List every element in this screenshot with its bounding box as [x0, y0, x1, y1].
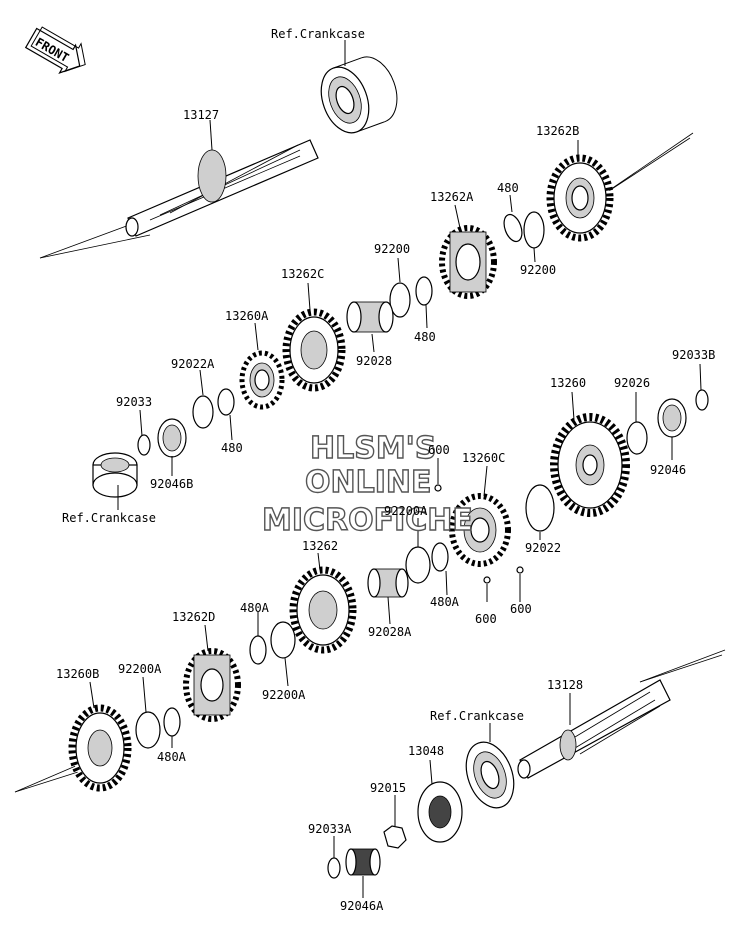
gear-13262B[interactable] — [546, 154, 614, 242]
label-92028: 92028 — [356, 354, 392, 368]
label-600-top: 600 — [428, 443, 450, 457]
label-480A-bottom: 480A — [157, 750, 187, 764]
washer-92200A-left[interactable] — [135, 711, 161, 749]
label-480-top: 480 — [497, 181, 519, 195]
washer-92200A-mid[interactable] — [405, 546, 431, 584]
label-ref-crankcase-top: Ref.Crankcase — [271, 27, 365, 41]
label-92033B: 92033B — [672, 348, 715, 362]
circlip-480A-mid[interactable] — [431, 542, 449, 572]
bearing-bottom[interactable] — [458, 736, 523, 815]
washer-92026[interactable] — [626, 421, 648, 455]
circlip-480A-bottom[interactable] — [163, 707, 181, 737]
gear-13262[interactable] — [289, 566, 357, 654]
watermark-line3: MICROFICHE — [262, 503, 473, 538]
circlip-92033[interactable] — [137, 434, 151, 456]
circlip-480-left[interactable] — [217, 388, 235, 416]
gear-13262D[interactable] — [183, 648, 241, 722]
label-480-left: 480 — [221, 441, 243, 455]
label-600-a: 600 — [475, 612, 497, 626]
label-13128: 13128 — [547, 678, 583, 692]
gear-13260C[interactable] — [449, 493, 511, 567]
pin-600-a[interactable] — [483, 576, 491, 584]
label-13260: 13260 — [550, 376, 586, 390]
label-13127: 13127 — [183, 108, 219, 122]
label-480A-mid: 480A — [430, 595, 460, 609]
gear-13260B[interactable] — [68, 704, 132, 792]
label-92022A: 92022A — [171, 357, 215, 371]
label-92200-left: 92200 — [374, 242, 410, 256]
needle-bearing-92046B[interactable] — [157, 418, 187, 458]
label-92046B: 92046B — [150, 477, 193, 491]
shaft-13128[interactable] — [517, 679, 671, 779]
label-13262B: 13262B — [536, 124, 579, 138]
gear-13262A[interactable] — [439, 225, 497, 299]
washer-92200-left[interactable] — [389, 282, 411, 318]
label-92033: 92033 — [116, 395, 152, 409]
shaft-13127[interactable] — [125, 139, 319, 237]
label-92200A-low: 92200A — [262, 688, 306, 702]
label-600-b: 600 — [510, 602, 532, 616]
bearing-left[interactable] — [92, 452, 138, 498]
needle-bearing-92028A[interactable] — [367, 568, 409, 598]
label-92026: 92026 — [614, 376, 650, 390]
gear-13262C[interactable] — [282, 308, 346, 392]
label-13260B: 13260B — [56, 667, 99, 681]
washer-92200-right[interactable] — [523, 211, 545, 249]
label-ref-crankcase-bottom: Ref.Crankcase — [430, 709, 524, 723]
needle-bearing-92028[interactable] — [346, 301, 394, 333]
gear-13260[interactable] — [550, 413, 630, 517]
label-92022: 92022 — [525, 541, 561, 555]
label-92200-right: 92200 — [520, 263, 556, 277]
pin-600-top[interactable] — [434, 484, 442, 492]
watermark-line1: HLSM'S — [310, 431, 436, 466]
nut-92015[interactable] — [383, 825, 407, 849]
needle-bearing-92046A[interactable] — [345, 848, 381, 876]
label-92028A: 92028A — [368, 625, 412, 639]
circlip-480-mid[interactable] — [415, 276, 433, 306]
label-92015: 92015 — [370, 781, 406, 795]
label-92200A-mid: 92200A — [384, 504, 428, 518]
label-480-mid: 480 — [414, 330, 436, 344]
pin-600-b[interactable] — [516, 566, 524, 574]
circlip-480-top[interactable] — [501, 212, 526, 244]
circlip-480A-low[interactable] — [249, 635, 267, 665]
washer-92022[interactable] — [525, 484, 555, 532]
label-13048: 13048 — [408, 744, 444, 758]
watermark-line2: ONLINE — [305, 465, 432, 500]
label-13262C: 13262C — [281, 267, 324, 281]
label-92200A-left: 92200A — [118, 662, 162, 676]
label-92046: 92046 — [650, 463, 686, 477]
label-92046A: 92046A — [340, 899, 384, 913]
bearing-top[interactable] — [313, 50, 406, 139]
circlip-92033A[interactable] — [327, 857, 341, 879]
label-480A-low: 480A — [240, 601, 270, 615]
washer-92022A[interactable] — [192, 395, 214, 429]
front-arrow-icon: FRONT — [24, 26, 86, 74]
label-92033A: 92033A — [308, 822, 352, 836]
gear-13260A[interactable] — [239, 350, 285, 410]
label-13260A: 13260A — [225, 309, 269, 323]
label-13262A: 13262A — [430, 190, 474, 204]
label-13262D: 13262D — [172, 610, 215, 624]
circlip-92033B[interactable] — [695, 389, 709, 411]
label-13260C: 13260C — [462, 451, 505, 465]
label-ref-crankcase-left: Ref.Crankcase — [62, 511, 156, 525]
label-13262: 13262 — [302, 539, 338, 553]
cam-13048[interactable] — [417, 781, 463, 843]
washer-92200A-low[interactable] — [270, 621, 296, 659]
needle-bearing-92046[interactable] — [657, 398, 687, 438]
